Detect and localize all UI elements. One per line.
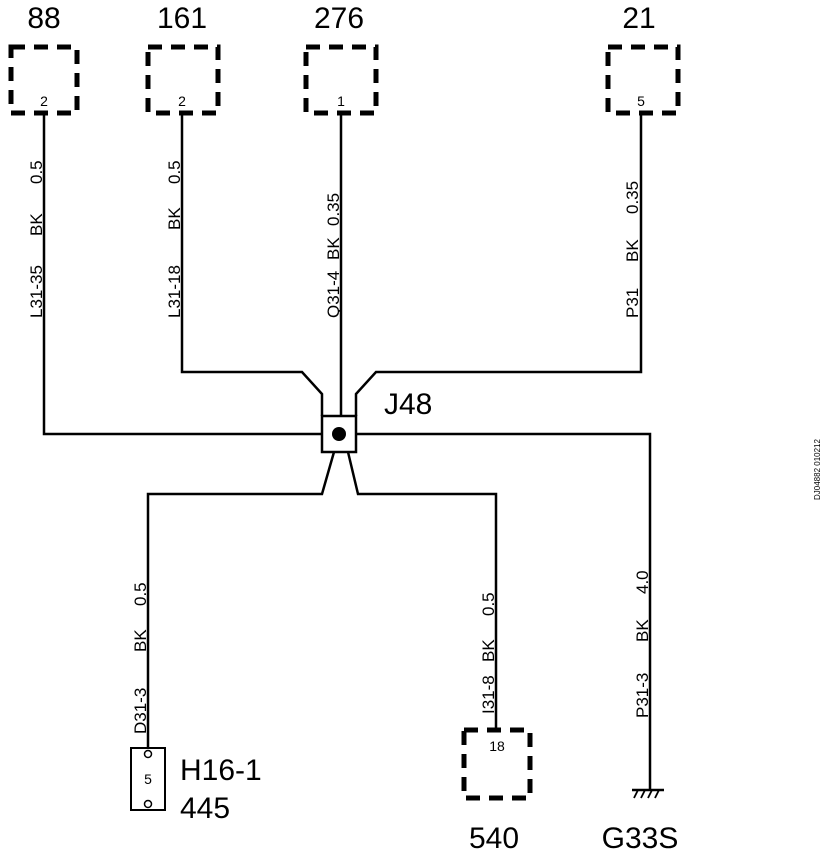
wire-label-color: BK (324, 237, 343, 260)
connector-88-pin: 2 (40, 93, 48, 109)
connector-161-pin: 2 (178, 93, 186, 109)
pin-circle-bottom (143, 799, 153, 809)
connector-21-box[interactable] (605, 44, 681, 116)
wire-i31-8[interactable] (346, 451, 498, 730)
component-id: H16-1 (180, 754, 262, 787)
wire-label-color: BK (131, 629, 150, 652)
wire-l31-18[interactable] (180, 113, 324, 416)
wire-label-size: 0.5 (479, 592, 498, 616)
wire-label-circuit: L31-35 (27, 265, 46, 318)
wire-label-color: BK (633, 619, 652, 642)
connector-540-id: 540 (469, 822, 519, 855)
connector-21-pin: 5 (637, 93, 645, 109)
wire-d31-3[interactable] (146, 451, 336, 748)
ground-id: G33S (602, 822, 679, 855)
connector-21-id: 21 (622, 2, 655, 35)
wire-label-size: 0.5 (27, 160, 46, 184)
wire-label-color: BK (479, 639, 498, 662)
wire-l31-35[interactable] (42, 113, 322, 436)
component-sub-id: 445 (180, 792, 230, 825)
wire-p31-3[interactable] (356, 432, 652, 790)
wire-label-color: BK (623, 239, 642, 262)
component-h16-1[interactable] (130, 747, 166, 811)
wire-label-size: 4.0 (633, 570, 652, 594)
connector-161-id: 161 (157, 2, 207, 35)
wire-label-size: 0.35 (623, 181, 642, 214)
reference-code: DJ04882 010212 (813, 439, 822, 500)
wire-label-circuit: I31-8 (479, 675, 498, 714)
splice-label: J48 (384, 388, 432, 421)
wire-label-color: BK (27, 213, 46, 236)
wire-label-size: 0.35 (324, 193, 343, 226)
connector-88-id: 88 (27, 2, 60, 35)
wire-label-color: BK (165, 207, 184, 230)
wire-label-circuit: P31 (623, 288, 642, 318)
wire-p31[interactable] (354, 113, 643, 416)
connector-540-box[interactable] (461, 727, 533, 801)
wire-label-size: 0.5 (131, 582, 150, 606)
wire-label-circuit: L31-18 (165, 265, 184, 318)
wire-label-size: 0.5 (165, 160, 184, 184)
wire-label-circuit: D31-3 (131, 688, 150, 734)
connector-276-id: 276 (314, 2, 364, 35)
splice-dot (332, 427, 346, 441)
component-pin: 5 (144, 771, 152, 787)
connector-540-pin: 18 (489, 738, 505, 754)
wire-label-circuit: Q31-4 (324, 271, 343, 318)
pin-circle-top (143, 749, 153, 759)
wire-label-circuit: P31-3 (633, 673, 652, 718)
ground-icon (632, 788, 664, 799)
connector-276-pin: 1 (337, 93, 345, 109)
